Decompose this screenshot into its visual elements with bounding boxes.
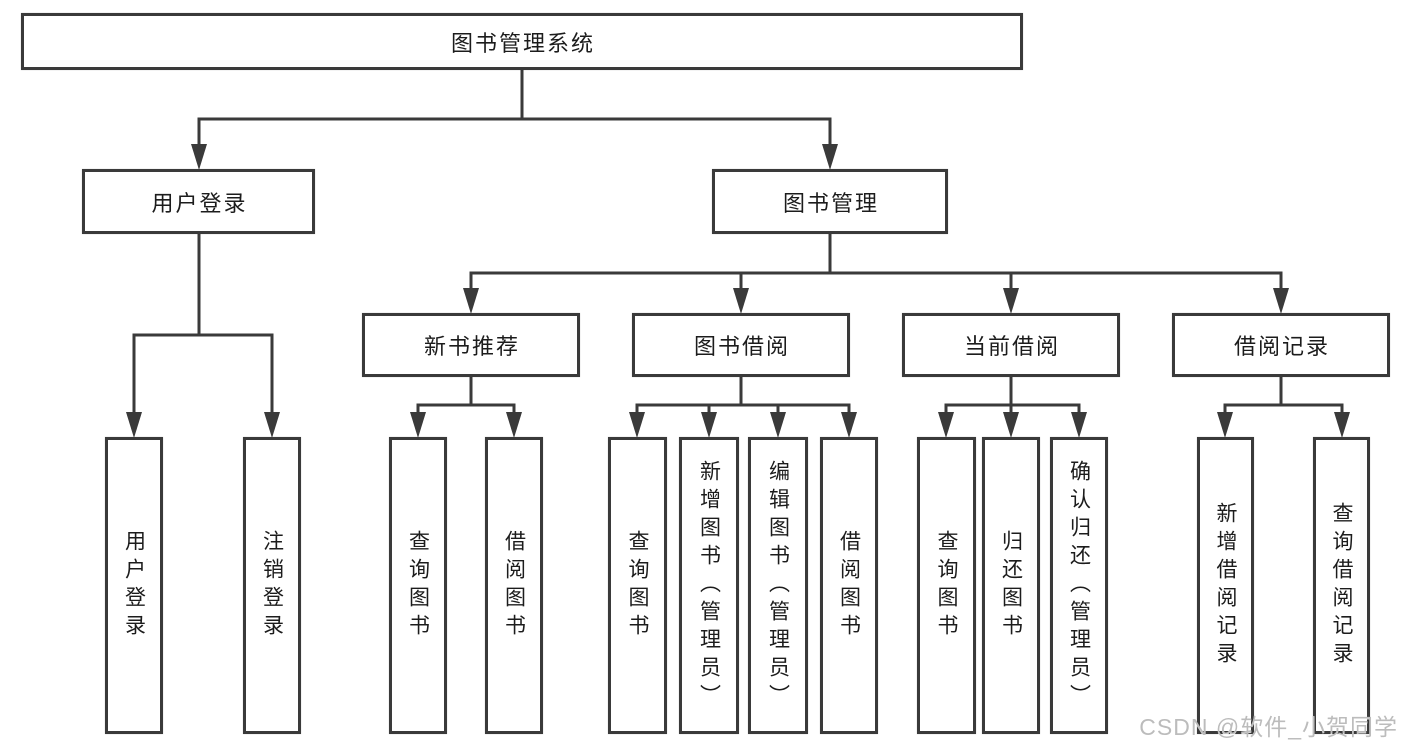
node-root-library-system: 图书管理系统 — [21, 13, 1023, 70]
node-new-book-recommendation: 新书推荐 — [362, 313, 580, 377]
leaf-edit-books-admin: 编辑图书（管理员） — [748, 437, 808, 734]
leaf-confirm-return-admin: 确认归还（管理员） — [1050, 437, 1108, 734]
node-user-login-module: 用户登录 — [82, 169, 315, 234]
leaf-return-books: 归还图书 — [982, 437, 1040, 734]
node-book-borrowing: 图书借阅 — [632, 313, 850, 377]
leaf-query-books-current: 查询图书 — [917, 437, 976, 734]
leaf-user-login: 用户登录 — [105, 437, 163, 734]
leaf-add-borrow-record: 新增借阅记录 — [1197, 437, 1254, 734]
node-borrowing-records: 借阅记录 — [1172, 313, 1390, 377]
node-current-borrowing: 当前借阅 — [902, 313, 1120, 377]
leaf-query-borrow-record: 查询借阅记录 — [1313, 437, 1370, 734]
csdn-watermark: CSDN @软件_小贺同学 — [1139, 714, 1398, 740]
leaf-borrow-books: 借阅图书 — [820, 437, 878, 734]
node-book-management-module: 图书管理 — [712, 169, 948, 234]
leaf-query-books-recommend: 查询图书 — [389, 437, 447, 734]
leaf-query-books-borrowing: 查询图书 — [608, 437, 667, 734]
leaf-logout: 注销登录 — [243, 437, 301, 734]
leaf-borrow-books-recommend: 借阅图书 — [485, 437, 543, 734]
leaf-add-books-admin: 新增图书（管理员） — [679, 437, 739, 734]
